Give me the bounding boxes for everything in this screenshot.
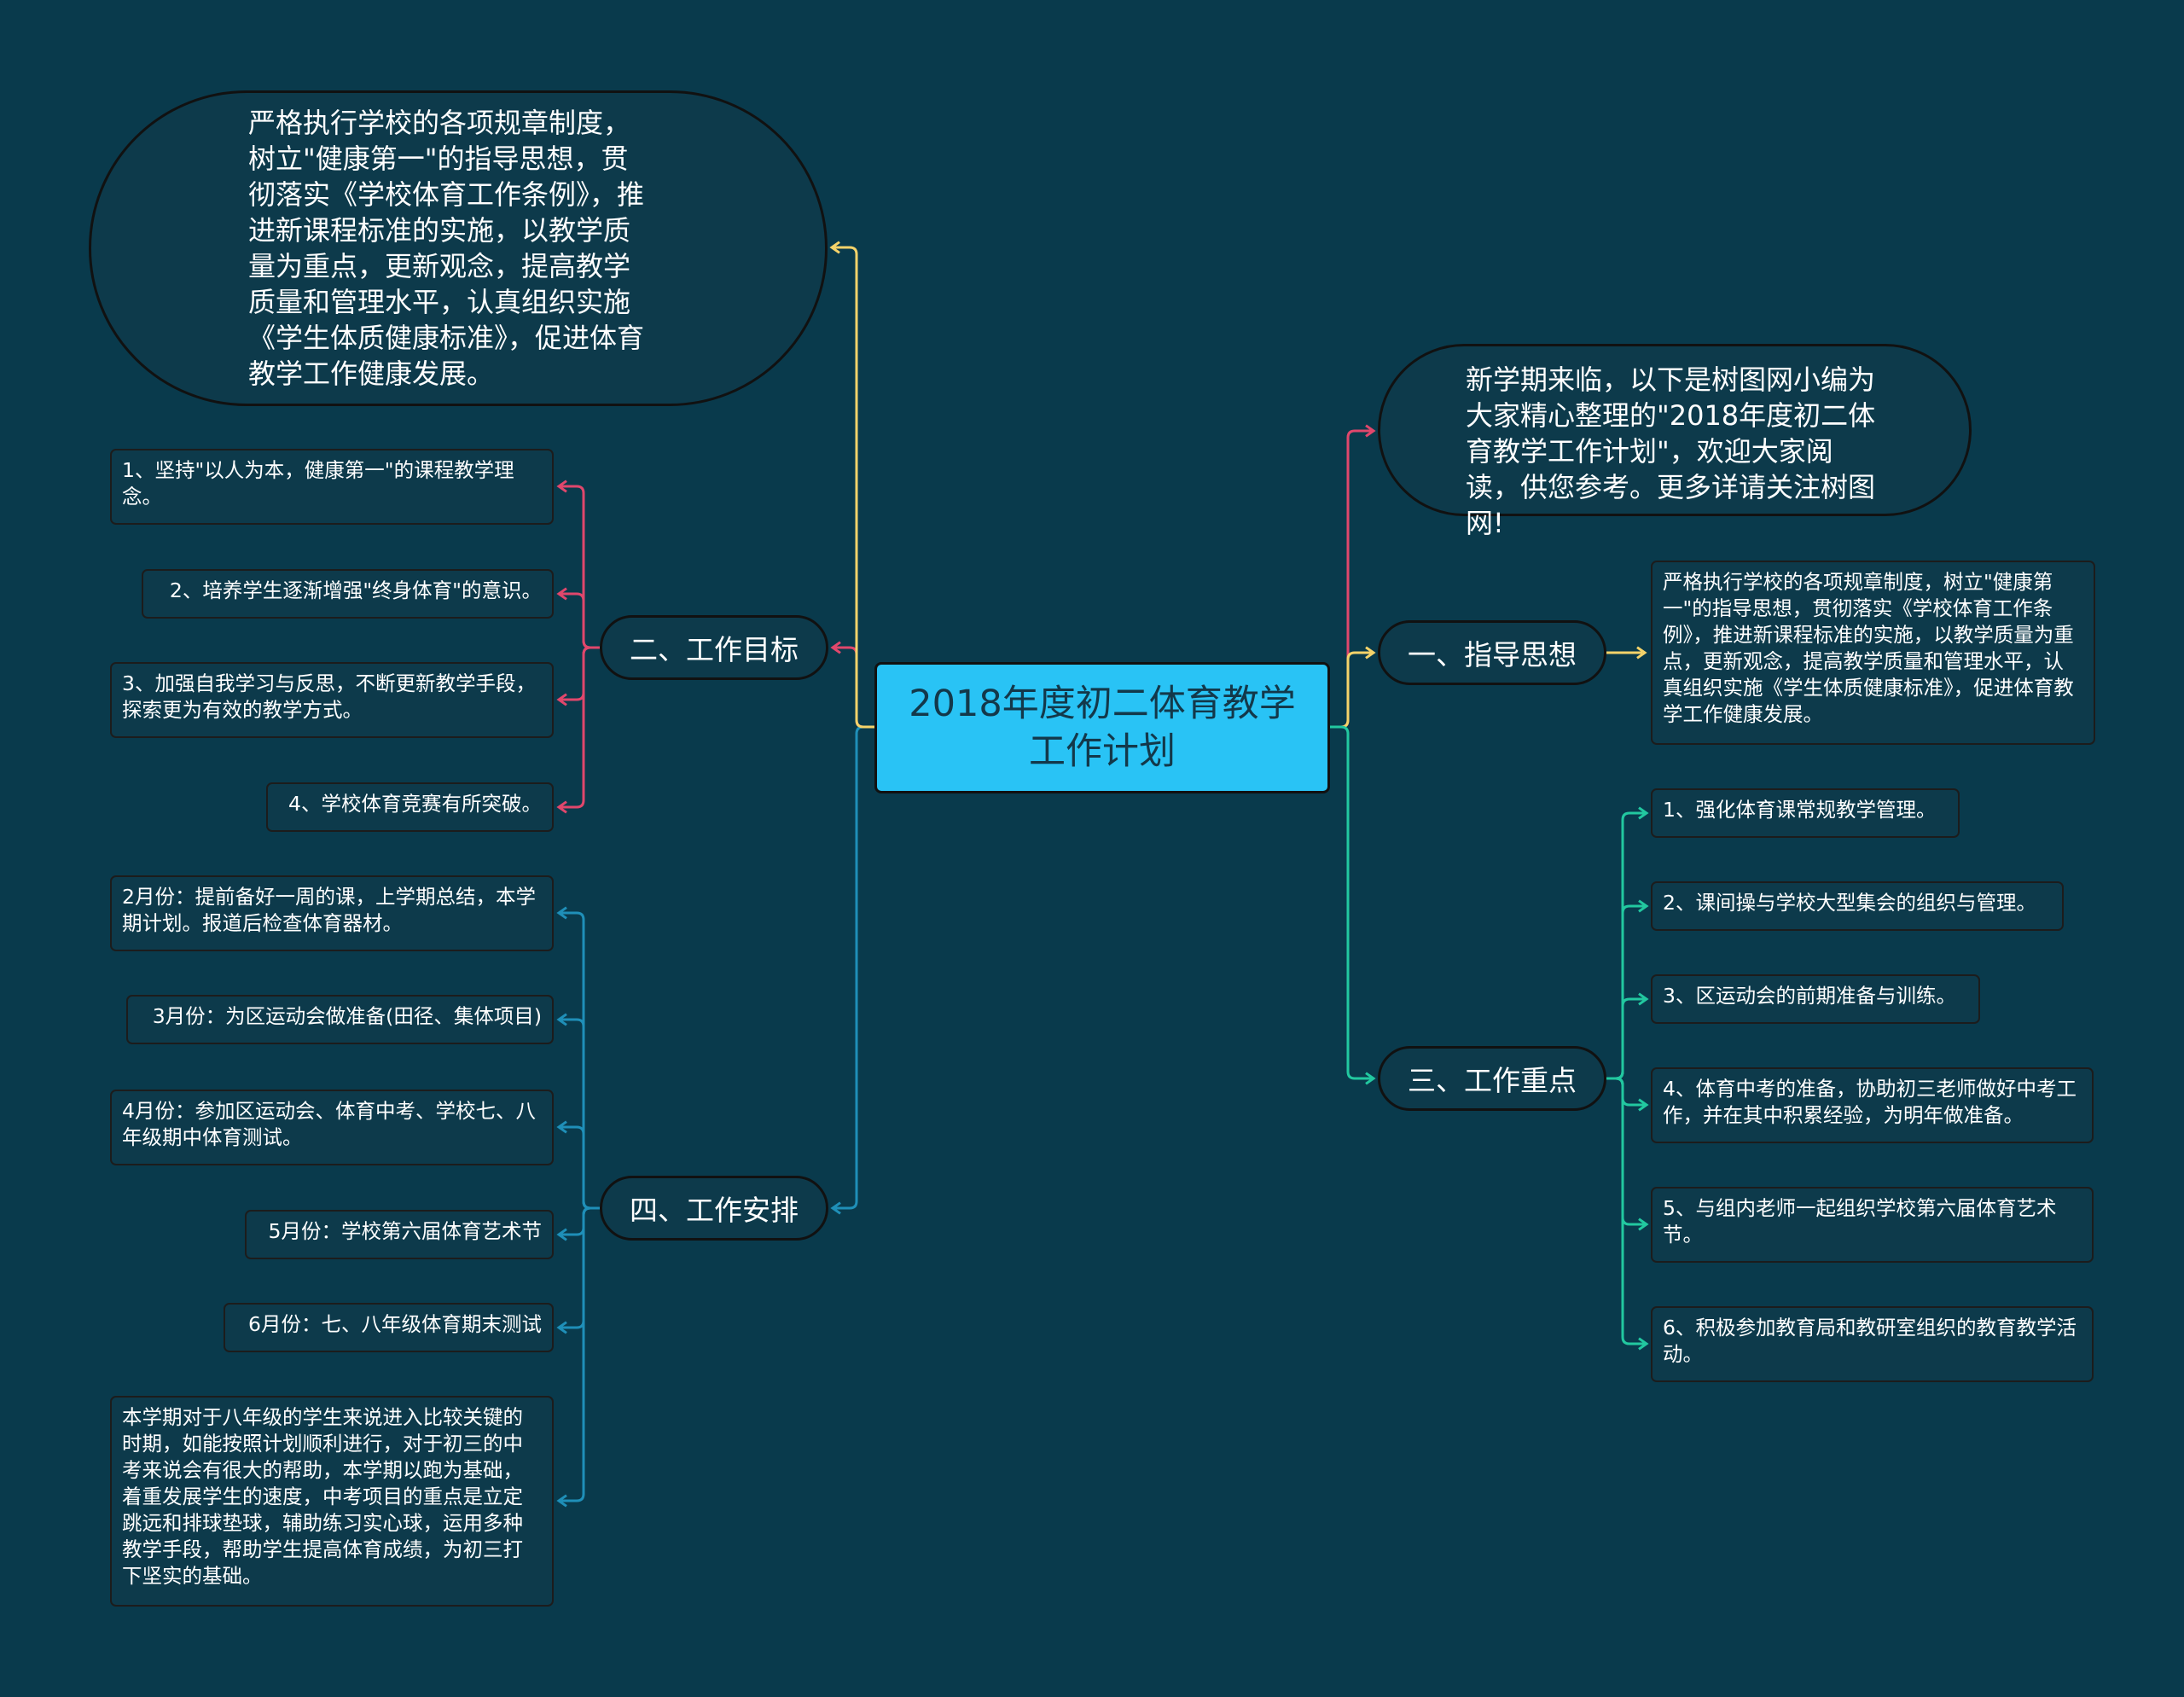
branch-work-schedule[interactable]: 四、工作安排 — [600, 1176, 828, 1241]
goal-item-2[interactable]: 2、培养学生逐渐增强"终身体育"的意识。 — [142, 569, 554, 619]
link-focus-3 — [1606, 997, 1647, 1080]
link-root-intro — [1330, 429, 1374, 729]
link-schedule-5-arrow — [556, 1321, 567, 1334]
link-focus-4-arrow — [1638, 1098, 1649, 1112]
schedule-item-apr[interactable]: 4月份：参加区运动会、体育中考、学校七、八年级期中体育测试。 — [110, 1090, 554, 1165]
root-node[interactable]: 2018年度初二体育教学工作计划 — [874, 662, 1330, 793]
intro-text: 新学期来临，以下是树图网小编为大家精心整理的"2018年度初二体育教学工作计划"… — [1466, 363, 1876, 539]
intro-node[interactable]: 新学期来临，以下是树图网小编为大家精心整理的"2018年度初二体育教学工作计划"… — [1378, 344, 1972, 539]
schedule-summary[interactable]: 本学期对于八年级的学生来说进入比较关键的时期，如能按照计划顺利进行，对于初三的中… — [110, 1396, 554, 1607]
link-focus-2-arrow — [1638, 899, 1649, 913]
link-goal-4-arrow — [556, 800, 567, 814]
link-focus-1 — [1606, 811, 1647, 1080]
link-goal-1-arrow — [556, 479, 567, 493]
link-focus-2 — [1606, 904, 1647, 1080]
link-focus-6 — [1606, 1077, 1647, 1345]
link-schedule-2-arrow — [556, 1013, 567, 1026]
branch-work-goals-label: 二、工作目标 — [630, 633, 799, 666]
link-root-branch3-arrow — [1365, 1072, 1376, 1085]
link-goal-2-arrow — [556, 587, 567, 601]
link-goal-3 — [559, 646, 600, 701]
link-goal-1 — [559, 485, 600, 649]
focus-item-5[interactable]: 5、与组内老师一起组织学校第六届体育艺术节。 — [1651, 1187, 2094, 1263]
schedule-item-feb[interactable]: 2月份：提前备好一周的课，上学期总结，本学期计划。报道后检查体育器材。 — [110, 875, 554, 951]
goal-item-1[interactable]: 1、坚持"以人为本，健康第一"的课程教学理念。 — [110, 449, 554, 525]
link-goal-2 — [559, 592, 600, 649]
link-root-branch2-arrow — [830, 641, 841, 654]
link-root-branch4-arrow — [830, 1201, 841, 1215]
schedule-item-mar[interactable]: 3月份：为区运动会做准备(田径、集体项目) — [126, 995, 554, 1044]
link-schedule-5 — [559, 1206, 600, 1329]
branch-guiding-thought[interactable]: 一、指导思想 — [1378, 620, 1606, 685]
link-root-goals-oval-arrow — [829, 241, 840, 254]
link-schedule-1 — [559, 911, 600, 1210]
link-focus-5-arrow — [1638, 1218, 1649, 1231]
guiding-thought-detail[interactable]: 严格执行学校的各项规章制度，树立"健康第一"的指导思想，贯彻落实《学校体育工作条… — [1651, 561, 2095, 745]
link-root-branch2 — [833, 646, 874, 729]
focus-item-2[interactable]: 2、课间操与学校大型集会的组织与管理。 — [1651, 881, 2064, 931]
branch-work-goals[interactable]: 二、工作目标 — [600, 615, 828, 680]
work-goals-oval[interactable]: 严格执行学校的各项规章制度，树立"健康第一"的指导思想，贯彻落实《学校体育工作条… — [89, 90, 828, 406]
link-schedule-6-arrow — [556, 1494, 567, 1508]
link-goal-4 — [559, 646, 600, 809]
schedule-item-may[interactable]: 5月份：学校第六届体育艺术节 — [245, 1210, 554, 1259]
link-schedule-1-arrow — [556, 906, 567, 920]
root-title: 2018年度初二体育教学工作计划 — [909, 683, 1296, 773]
link-goal-3-arrow — [556, 693, 567, 706]
link-branch1-detail-arrow — [1636, 646, 1647, 660]
branch-work-focus[interactable]: 三、工作重点 — [1378, 1046, 1606, 1111]
link-focus-3-arrow — [1638, 992, 1649, 1006]
focus-item-1[interactable]: 1、强化体育课常规教学管理。 — [1651, 788, 1960, 838]
link-focus-1-arrow — [1638, 806, 1649, 820]
schedule-item-jun[interactable]: 6月份：七、八年级体育期末测试 — [224, 1303, 554, 1352]
focus-item-3[interactable]: 3、区运动会的前期准备与训练。 — [1651, 974, 1980, 1024]
focus-item-6[interactable]: 6、积极参加教育局和教研室组织的教育教学活动。 — [1651, 1306, 2094, 1382]
link-root-branch1-arrow — [1365, 646, 1376, 660]
link-schedule-2 — [559, 1018, 600, 1210]
branch-work-focus-label: 三、工作重点 — [1408, 1064, 1577, 1097]
goal-item-4[interactable]: 4、学校体育竞赛有所突破。 — [266, 782, 554, 832]
link-focus-6-arrow — [1638, 1337, 1649, 1351]
link-schedule-3 — [559, 1125, 600, 1210]
link-schedule-6 — [559, 1206, 600, 1502]
link-root-intro-arrow — [1365, 424, 1376, 438]
link-root-branch3 — [1330, 725, 1374, 1080]
link-root-branch1 — [1330, 651, 1374, 729]
link-schedule-4-arrow — [556, 1228, 567, 1241]
branch-guiding-thought-label: 一、指导思想 — [1408, 638, 1577, 671]
goal-item-3[interactable]: 3、加强自我学习与反思，不断更新教学手段，探索更为有效的教学方式。 — [110, 662, 554, 738]
branch-work-schedule-label: 四、工作安排 — [630, 1194, 799, 1227]
link-schedule-3-arrow — [556, 1120, 567, 1134]
link-root-goals-oval — [832, 246, 874, 729]
link-root-branch4 — [833, 725, 874, 1210]
focus-item-4[interactable]: 4、体育中考的准备，协助初三老师做好中考工作，并在其中积累经验，为明年做准备。 — [1651, 1067, 2094, 1143]
